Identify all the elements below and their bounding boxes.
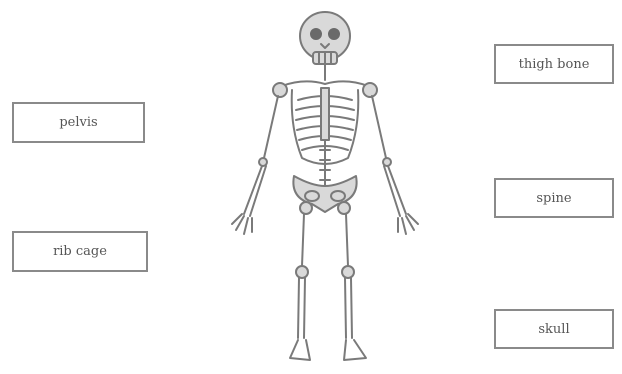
right-arm-bones (363, 83, 418, 234)
label-spine: spine (494, 178, 614, 218)
label-skull: skull (494, 309, 614, 349)
label-pelvis-text: pelvis (59, 115, 97, 130)
label-pelvis: pelvis (12, 102, 145, 143)
label-thigh-bone-text: thigh bone (519, 57, 590, 72)
label-rib-cage-text: rib cage (53, 244, 107, 259)
left-leg-bones (290, 202, 312, 360)
skeleton-illustration (220, 8, 430, 372)
skull-bone (300, 12, 350, 64)
label-rib-cage: rib cage (12, 231, 148, 272)
label-skull-text: skull (538, 322, 569, 337)
left-arm-bones (232, 83, 287, 234)
right-leg-bones (338, 202, 366, 360)
clavicle-bones (282, 81, 368, 86)
label-thigh-bone: thigh bone (494, 44, 614, 84)
label-spine-text: spine (536, 191, 571, 206)
